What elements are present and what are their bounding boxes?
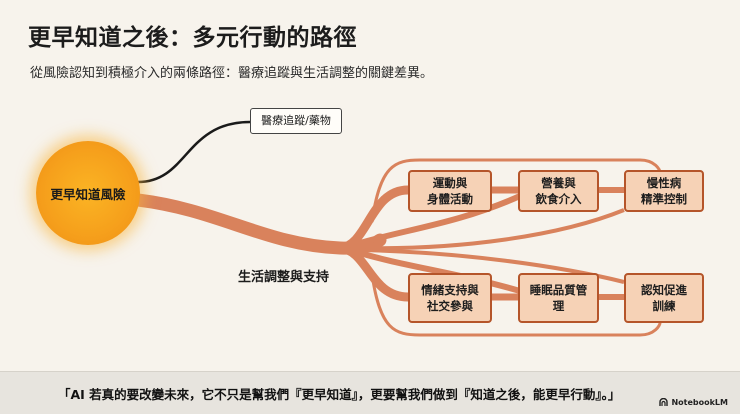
flow-to-bottom-row (339, 243, 409, 302)
page-title: 更早知道之後：多元行動的路徑 (28, 25, 357, 51)
flow-long-top (349, 193, 522, 249)
action-emotional-social: 情緒支持與 社交參與 (408, 273, 492, 323)
action-exercise: 運動與 身體活動 (408, 170, 492, 212)
flow-medical-branch (137, 120, 251, 184)
action-nutrition: 營養與 飲食介入 (518, 170, 599, 212)
brand-name: NotebookLM (671, 398, 728, 407)
flow-main-trunk (131, 193, 387, 255)
flow-bottom-loop (370, 273, 662, 337)
quote-footer (0, 371, 740, 414)
risk-awareness-node: 更早知道風險 (36, 141, 140, 245)
page-subtitle: 從風險認知到積極介入的兩條路徑：醫療追蹤與生活調整的關鍵差異。 (30, 66, 434, 81)
footer-quote: 「AI 若真的要改變未來，它不只是幫我們『更早知道』，更要幫我們做到『知道之後，… (58, 387, 621, 402)
risk-awareness-label: 更早知道風險 (50, 186, 126, 202)
brand-watermark: NotebookLM (659, 397, 728, 407)
flow-mid-right (359, 208, 625, 251)
flow-top-loop (370, 158, 662, 223)
notebooklm-logo-icon (659, 397, 669, 407)
action-chronic-control: 慢性病 精準控制 (624, 170, 704, 212)
action-cognitive-training: 認知促進 訓練 (624, 273, 704, 323)
action-sleep-quality: 睡眠品質管 理 (518, 273, 599, 323)
flow-long-bottom (349, 247, 521, 294)
lifestyle-branch-label: 生活調整與支持 (238, 270, 330, 285)
flow-to-top-row (339, 185, 409, 253)
medical-tracking-box: 醫療追蹤/藥物 (250, 108, 342, 134)
